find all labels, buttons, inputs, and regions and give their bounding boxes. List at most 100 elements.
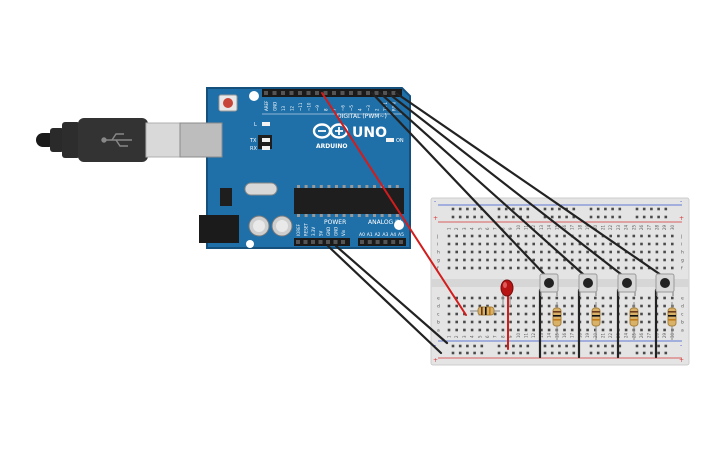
terminal-hole[interactable] bbox=[609, 250, 612, 254]
terminal-hole[interactable] bbox=[517, 266, 520, 270]
digital-pin-hole[interactable] bbox=[340, 91, 345, 95]
terminal-hole[interactable] bbox=[624, 242, 628, 246]
terminal-hole[interactable] bbox=[647, 328, 651, 332]
rail-hole[interactable] bbox=[473, 207, 476, 211]
terminal-hole[interactable] bbox=[532, 250, 535, 254]
terminal-hole[interactable] bbox=[624, 266, 628, 270]
terminal-hole[interactable] bbox=[563, 234, 566, 238]
terminal-hole[interactable] bbox=[640, 258, 643, 262]
terminal-hole[interactable] bbox=[532, 258, 535, 262]
terminal-hole[interactable] bbox=[509, 328, 512, 332]
terminal-hole[interactable] bbox=[447, 258, 451, 262]
terminal-hole[interactable] bbox=[647, 242, 651, 246]
terminal-hole[interactable] bbox=[540, 242, 543, 246]
terminal-hole[interactable] bbox=[540, 328, 543, 332]
terminal-hole[interactable] bbox=[447, 242, 451, 246]
rail-hole[interactable] bbox=[558, 207, 561, 211]
terminal-hole[interactable] bbox=[517, 296, 520, 300]
terminal-hole[interactable] bbox=[524, 266, 528, 270]
push-button-icon[interactable] bbox=[617, 273, 637, 296]
rail-hole[interactable] bbox=[572, 344, 576, 348]
power-pin-hole[interactable] bbox=[333, 240, 338, 244]
rail-hole[interactable] bbox=[526, 351, 530, 355]
terminal-hole[interactable] bbox=[609, 258, 612, 262]
terminal-hole[interactable] bbox=[570, 242, 574, 246]
terminal-hole[interactable] bbox=[547, 304, 551, 308]
terminal-hole[interactable] bbox=[594, 242, 597, 246]
rail-hole[interactable] bbox=[635, 351, 639, 355]
rail-hole[interactable] bbox=[497, 351, 501, 355]
rail-hole[interactable] bbox=[497, 344, 501, 348]
terminal-hole[interactable] bbox=[493, 320, 497, 324]
digital-pin-hole[interactable] bbox=[357, 91, 362, 95]
rail-hole[interactable] bbox=[526, 215, 530, 219]
terminal-hole[interactable] bbox=[532, 242, 535, 246]
wire-button-3[interactable] bbox=[386, 91, 624, 277]
terminal-hole[interactable] bbox=[547, 266, 551, 270]
terminal-hole[interactable] bbox=[463, 328, 466, 332]
terminal-hole[interactable] bbox=[524, 312, 528, 316]
terminal-hole[interactable] bbox=[493, 312, 497, 316]
rail-hole[interactable] bbox=[519, 351, 522, 355]
terminal-hole[interactable] bbox=[617, 266, 620, 270]
terminal-hole[interactable] bbox=[570, 258, 574, 262]
terminal-hole[interactable] bbox=[586, 328, 589, 332]
power-pin-hole[interactable] bbox=[318, 240, 323, 244]
pulldown-resistor-icon[interactable] bbox=[667, 302, 677, 340]
terminal-hole[interactable] bbox=[501, 320, 505, 324]
terminal-hole[interactable] bbox=[455, 250, 458, 254]
rail-hole[interactable] bbox=[519, 344, 522, 348]
terminal-hole[interactable] bbox=[578, 242, 582, 246]
rail-hole[interactable] bbox=[512, 351, 515, 355]
terminal-hole[interactable] bbox=[655, 258, 659, 262]
terminal-hole[interactable] bbox=[586, 266, 589, 270]
terminal-hole[interactable] bbox=[470, 304, 474, 308]
terminal-hole[interactable] bbox=[617, 242, 620, 246]
terminal-hole[interactable] bbox=[640, 312, 643, 316]
terminal-hole[interactable] bbox=[493, 250, 497, 254]
rail-hole[interactable] bbox=[558, 344, 561, 348]
terminal-hole[interactable] bbox=[624, 328, 628, 332]
terminal-hole[interactable] bbox=[624, 234, 628, 238]
terminal-hole[interactable] bbox=[570, 266, 574, 270]
rail-hole[interactable] bbox=[589, 215, 593, 219]
terminal-hole[interactable] bbox=[547, 296, 551, 300]
rail-hole[interactable] bbox=[635, 207, 639, 211]
terminal-hole[interactable] bbox=[563, 296, 566, 300]
wire-button-4[interactable] bbox=[394, 91, 663, 277]
terminal-hole[interactable] bbox=[663, 258, 666, 262]
terminal-hole[interactable] bbox=[463, 258, 466, 262]
digital-pin-hole[interactable] bbox=[383, 91, 387, 95]
rail-hole[interactable] bbox=[458, 207, 462, 211]
terminal-hole[interactable] bbox=[493, 304, 497, 308]
terminal-hole[interactable] bbox=[563, 242, 566, 246]
terminal-hole[interactable] bbox=[640, 242, 643, 246]
terminal-hole[interactable] bbox=[609, 296, 612, 300]
terminal-hole[interactable] bbox=[447, 296, 451, 300]
push-button-icon[interactable] bbox=[578, 273, 598, 296]
terminal-hole[interactable] bbox=[663, 320, 666, 324]
terminal-hole[interactable] bbox=[478, 258, 482, 262]
rail-hole[interactable] bbox=[550, 351, 554, 355]
rail-hole[interactable] bbox=[604, 351, 607, 355]
rail-hole[interactable] bbox=[473, 351, 476, 355]
rail-hole[interactable] bbox=[565, 351, 568, 355]
rail-hole[interactable] bbox=[504, 344, 508, 348]
terminal-hole[interactable] bbox=[532, 296, 535, 300]
rail-hole[interactable] bbox=[504, 351, 508, 355]
terminal-hole[interactable] bbox=[594, 304, 597, 308]
terminal-hole[interactable] bbox=[632, 242, 636, 246]
rail-hole[interactable] bbox=[526, 207, 530, 211]
rail-hole[interactable] bbox=[550, 344, 554, 348]
terminal-hole[interactable] bbox=[540, 258, 543, 262]
terminal-hole[interactable] bbox=[447, 250, 451, 254]
rail-hole[interactable] bbox=[473, 215, 476, 219]
terminal-hole[interactable] bbox=[663, 304, 666, 308]
rail-hole[interactable] bbox=[650, 207, 653, 211]
digital-pin-hole[interactable] bbox=[315, 91, 319, 95]
rail-hole[interactable] bbox=[589, 344, 593, 348]
terminal-hole[interactable] bbox=[632, 266, 636, 270]
terminal-hole[interactable] bbox=[632, 234, 636, 238]
terminal-hole[interactable] bbox=[478, 296, 482, 300]
digital-pin-hole[interactable] bbox=[323, 91, 328, 95]
